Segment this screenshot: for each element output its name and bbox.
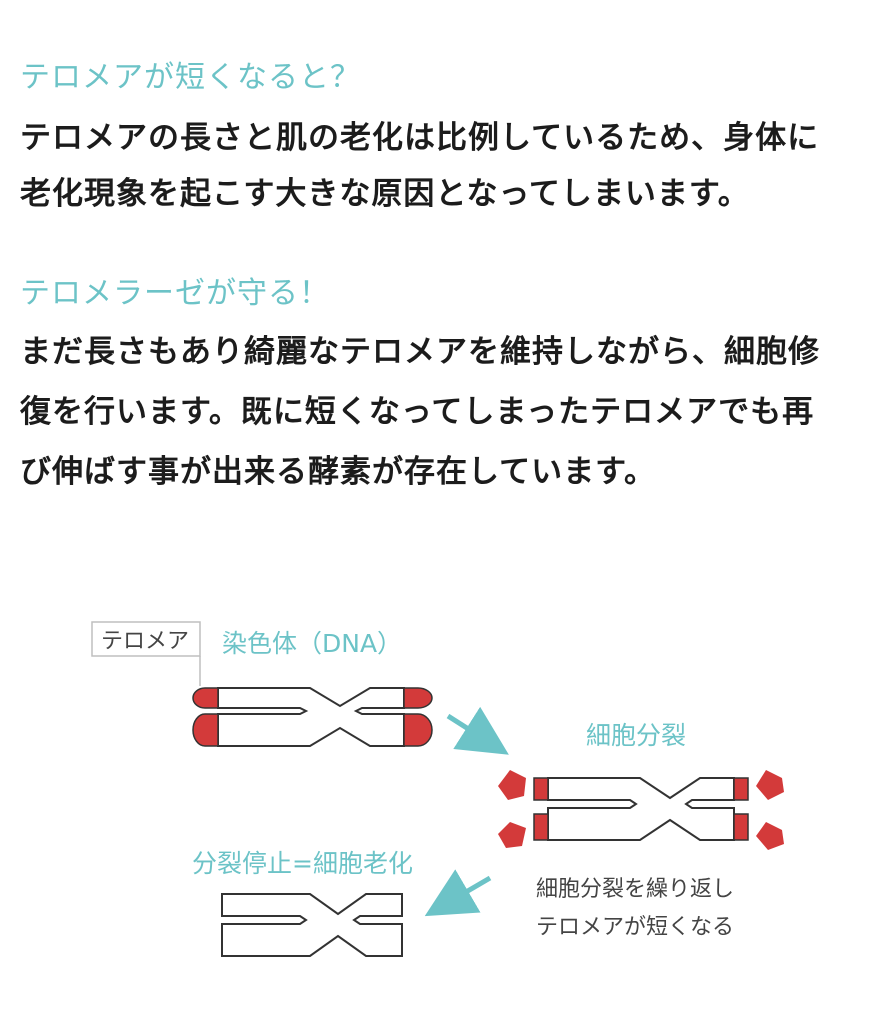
telomere-cap <box>192 687 219 709</box>
telomere-cap <box>403 687 433 709</box>
chromosome-label: 染色体（DNA） <box>222 629 402 658</box>
telomere-fragment <box>498 770 526 800</box>
paragraph-line: テロメアの長さと肌の老化は比例しているため、身体に <box>20 120 820 156</box>
paragraph-line: び伸ばす事が出来る酵素が存在しています。 <box>20 454 656 490</box>
telomere-fragment <box>498 822 526 848</box>
arrow-to-division <box>446 706 509 755</box>
telomere-cap <box>192 713 219 747</box>
telomere-diagram: テロメア 染色体（DNA） 細胞分裂 分裂停止=細胞老化 細胞分裂を繰り返し テ… <box>91 621 784 957</box>
arrow-to-arrest <box>424 869 492 917</box>
cell-senescence-label: 分裂停止=細胞老化 <box>192 849 413 878</box>
section-heading-telomerase: テロメラーゼが守る！ <box>20 276 330 311</box>
chromosome-no-telomeres <box>221 893 403 957</box>
telomere-label: テロメア <box>101 629 189 654</box>
paragraph-line: 復を行います。既に短くなってしまったテロメアでも再 <box>20 394 815 430</box>
chromosome-shortened-telomeres <box>498 770 784 850</box>
repeat-note-line1: 細胞分裂を繰り返し <box>536 877 734 902</box>
paragraph-line: まだ長さもあり綺麗なテロメアを維持しながら、細胞修 <box>20 334 820 370</box>
chromosome-full-telomeres <box>192 687 433 747</box>
repeat-note-line2: テロメアが短くなる <box>536 915 734 940</box>
section-heading-telomere-shortening: テロメアが短くなると？ <box>20 60 361 95</box>
telomere-cap <box>403 713 433 747</box>
telomere-fragment <box>756 822 784 850</box>
telomere-label-box: テロメア <box>91 621 201 686</box>
telomere-fragment <box>756 770 784 800</box>
cell-division-label: 細胞分裂 <box>586 721 686 750</box>
paragraph-line: 老化現象を起こす大きな原因となってしまいます。 <box>20 176 750 212</box>
